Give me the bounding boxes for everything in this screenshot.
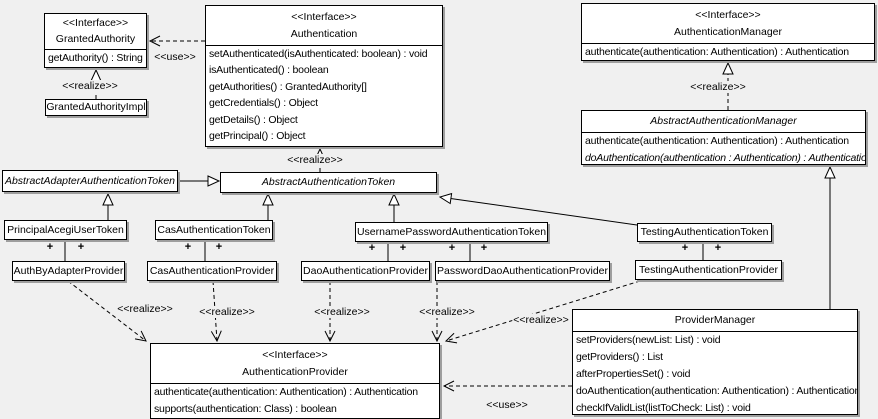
realize-label: <<realize>>	[198, 306, 256, 318]
method-label: setProviders(newList: List) : void	[576, 334, 721, 346]
realize-label: <<realize>>	[61, 80, 119, 92]
realize-label: <<realize>>	[512, 314, 570, 326]
multiplicity-label: +	[399, 242, 407, 254]
realize-label: <<realize>>	[689, 81, 747, 93]
multiplicity-label: +	[46, 241, 54, 253]
class-cas-authentication-token[interactable]: CasAuthenticationToken	[155, 220, 273, 240]
realize-label: <<realize>>	[313, 306, 371, 318]
stereotype-label: <<Interface>>	[262, 349, 328, 361]
class-title: PrincipalAcegiUserToken	[7, 223, 124, 236]
class-granted-authority[interactable]: <<Interface>> GrantedAuthority getAuthor…	[44, 13, 147, 68]
multiplicity-label: +	[368, 242, 376, 254]
method-label: getAuthority() : String	[48, 52, 143, 64]
class-title: AbstractAuthenticationToken	[261, 176, 396, 188]
class-title: AbstractAuthenticationManager	[650, 115, 797, 127]
multiplicity-label: +	[77, 241, 85, 253]
method-label: authenticate(authentication: Authenticat…	[585, 46, 849, 58]
class-title: AbstractAdapterAuthenticationToken	[4, 174, 176, 187]
class-cas-authentication-provider[interactable]: CasAuthenticationProvider	[147, 261, 277, 281]
method-label: isAuthenticated() : boolean	[209, 64, 329, 77]
method-label: setAuthenticated(isAuthenticated: boolea…	[209, 48, 428, 60]
method-label: getDetails() : Object	[209, 113, 298, 126]
class-title: DaoAuthenticationProvider	[303, 264, 428, 277]
stereotype-label: <<Interface>>	[291, 11, 357, 23]
class-title: GrantedAuthorityImpl	[46, 101, 146, 113]
class-title: PasswordDaoAuthenticationProvider	[436, 264, 608, 277]
class-title: AuthByAdapterProvider	[13, 264, 124, 277]
class-dao-authentication-provider[interactable]: DaoAuthenticationProvider	[301, 261, 430, 281]
method-label: supports(authentication: Class) : boolea…	[154, 403, 337, 415]
multiplicity-label: +	[714, 242, 722, 254]
class-abstract-authentication-manager[interactable]: AbstractAuthenticationManager authentica…	[581, 110, 866, 165]
class-authentication[interactable]: <<Interface>> Authentication setAuthenti…	[205, 5, 443, 147]
stereotype-label: <<Interface>>	[695, 9, 761, 21]
realization-edge	[67, 280, 147, 342]
class-title: CasAuthenticationToken	[157, 223, 271, 236]
method-label: afterPropertiesSet() : void	[576, 368, 691, 380]
method-label: checkIfValidList(listToCheck: List) : vo…	[576, 402, 751, 414]
realization-edge	[444, 280, 641, 344]
class-title: UsernamePasswordAuthenticationToken	[356, 225, 547, 238]
class-testing-authentication-token[interactable]: TestingAuthenticationToken	[637, 223, 772, 242]
multiplicity-label: +	[681, 242, 689, 254]
realize-label: <<realize>>	[418, 306, 476, 318]
class-title: Authentication	[290, 28, 358, 40]
method-label: getProviders() : List	[576, 351, 663, 363]
multiplicity-label: +	[480, 242, 488, 254]
method-label: getPrincipal() : Object	[209, 130, 306, 143]
class-title: GrantedAuthority	[55, 32, 136, 45]
method-label: doAuthentication(authentication : Authen…	[585, 152, 865, 164]
class-authentication-provider[interactable]: <<Interface>> AuthenticationProvider aut…	[150, 343, 440, 419]
realize-label: <<realize>>	[116, 303, 174, 315]
class-abstract-adapter-authentication-token[interactable]: AbstractAdapterAuthenticationToken	[2, 170, 178, 192]
class-password-dao-authentication-provider[interactable]: PasswordDaoAuthenticationProvider	[435, 261, 610, 281]
class-title: TestingAuthenticationToken	[640, 226, 769, 238]
method-label: authenticate(authentication: Authenticat…	[585, 135, 849, 147]
class-authentication-manager[interactable]: <<Interface>> AuthenticationManager auth…	[581, 3, 875, 61]
method-label: doAuthentication(authentication: Authent…	[576, 385, 857, 397]
class-title: AuthenticationManager	[674, 26, 782, 38]
method-label: getAuthorities() : GrantedAuthority[]	[209, 80, 367, 93]
multiplicity-label: +	[184, 241, 192, 253]
class-title: TestingAuthenticationProvider	[639, 263, 778, 276]
realize-label: <<realize>>	[286, 154, 344, 166]
class-principal-acegi-user-token[interactable]: PrincipalAcegiUserToken	[4, 220, 127, 240]
generalization-edge	[438, 192, 638, 226]
multiplicity-label: +	[215, 241, 223, 253]
method-label: getCredentials() : Object	[209, 97, 318, 110]
class-provider-manager[interactable]: ProviderManager setProviders(newList: Li…	[572, 309, 858, 415]
stereotype-label: <<Interface>>	[62, 17, 129, 29]
class-title: ProviderManager	[674, 314, 756, 326]
class-abstract-authentication-token[interactable]: AbstractAuthenticationToken	[220, 172, 437, 193]
class-title: CasAuthenticationProvider	[149, 264, 275, 277]
multiplicity-label: +	[448, 242, 456, 254]
use-label: <<use>>	[153, 51, 197, 63]
class-testing-authentication-provider[interactable]: TestingAuthenticationProvider	[635, 260, 782, 280]
class-auth-by-adapter-provider[interactable]: AuthByAdapterProvider	[12, 261, 125, 281]
use-label: <<use>>	[485, 399, 529, 411]
class-title: AuthenticationProvider	[242, 366, 348, 378]
class-username-password-authentication-token[interactable]: UsernamePasswordAuthenticationToken	[355, 222, 548, 242]
method-label: authenticate(authentication: Authenticat…	[154, 386, 418, 398]
class-granted-authority-impl[interactable]: GrantedAuthorityImpl	[45, 99, 147, 116]
